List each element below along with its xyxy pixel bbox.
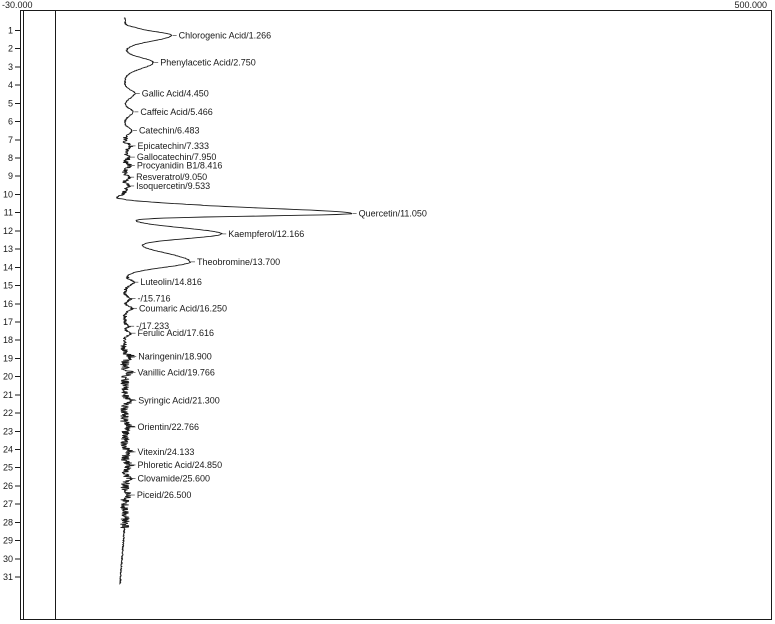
time-tick-label: 12 [3, 226, 13, 236]
time-tick-label: 16 [3, 299, 13, 309]
plot-border [20, 10, 772, 620]
peak-label: Isoquercetin/9.533 [136, 181, 210, 191]
time-tick-label: 8 [8, 153, 13, 163]
time-tick-label: 4 [8, 80, 13, 90]
time-tick-label: 15 [3, 281, 13, 291]
x-axis-min-label: -30.000 [2, 0, 33, 10]
time-tick-label: 28 [3, 517, 13, 527]
peak-label: Procyanidin B1/8.416 [137, 161, 223, 171]
time-tick-label: 1 [8, 26, 13, 36]
x-axis-max-label: 500.000 [734, 0, 767, 10]
peak-label: Gallocatechin/7.950 [137, 152, 217, 162]
peak-label: Naringenin/18.900 [138, 352, 212, 362]
time-tick-label: 24 [3, 444, 13, 454]
peak-label: Theobromine/13.700 [197, 257, 280, 267]
time-tick-label: 26 [3, 481, 13, 491]
time-tick-label: 31 [3, 572, 13, 582]
peak-label: Orientin/22.766 [138, 422, 200, 432]
time-tick-label: 9 [8, 171, 13, 181]
peak-label: Gallic Acid/4.450 [142, 88, 209, 98]
time-tick-label: 2 [8, 44, 13, 54]
peak-label: Vanillic Acid/19.766 [138, 367, 215, 377]
time-tick-label: 10 [3, 189, 13, 199]
time-tick-label: 27 [3, 499, 13, 509]
time-tick-label: 20 [3, 372, 13, 382]
peak-label: Epicatechin/7.333 [138, 141, 210, 151]
peak-label: Ferulic Acid/17.616 [138, 328, 215, 338]
time-tick-label: 6 [8, 117, 13, 127]
peak-label: Luteolin/14.816 [140, 277, 202, 287]
peak-label: Syringic Acid/21.300 [138, 395, 220, 405]
chromatogram-trace [116, 17, 353, 585]
time-tick-label: 11 [4, 208, 13, 218]
time-tick-label: 19 [3, 353, 13, 363]
time-tick-label: 3 [8, 62, 13, 72]
time-tick-label: 5 [8, 98, 13, 108]
peak-label: -/15.716 [138, 294, 171, 304]
time-tick-label: 7 [8, 135, 13, 145]
time-tick-label: 17 [3, 317, 13, 327]
time-tick-label: 13 [3, 244, 13, 254]
peak-label: Phloretic Acid/24.850 [138, 460, 223, 470]
time-tick-label: 21 [3, 390, 13, 400]
time-tick-label: 18 [3, 335, 13, 345]
peak-label: Catechin/6.483 [139, 125, 200, 135]
peak-label: Clovamide/25.600 [138, 474, 211, 484]
time-tick-label: 29 [3, 536, 13, 546]
peak-label: Coumaric Acid/16.250 [139, 303, 227, 313]
time-tick-label: 22 [3, 408, 13, 418]
left-strip-panel [23, 10, 56, 620]
peak-label: Phenylacetic Acid/2.750 [160, 57, 256, 67]
peak-label: Piceid/26.500 [137, 490, 192, 500]
peak-label: Quercetin/11.050 [359, 209, 427, 219]
peak-label: -/17.233 [136, 321, 169, 331]
peak-label: Resveratrol/9.050 [136, 172, 207, 182]
time-tick-label: 30 [3, 554, 13, 564]
peak-label: Chlorogenic Acid/1.266 [179, 30, 272, 40]
time-tick-label: 25 [3, 463, 13, 473]
time-tick-label: 23 [3, 426, 13, 436]
peak-label: Vitexin/24.133 [138, 447, 195, 457]
peak-label: Caffeic Acid/5.466 [140, 107, 212, 117]
peak-label: Kaempferol/12.166 [228, 229, 304, 239]
time-tick-label: 14 [3, 262, 13, 272]
